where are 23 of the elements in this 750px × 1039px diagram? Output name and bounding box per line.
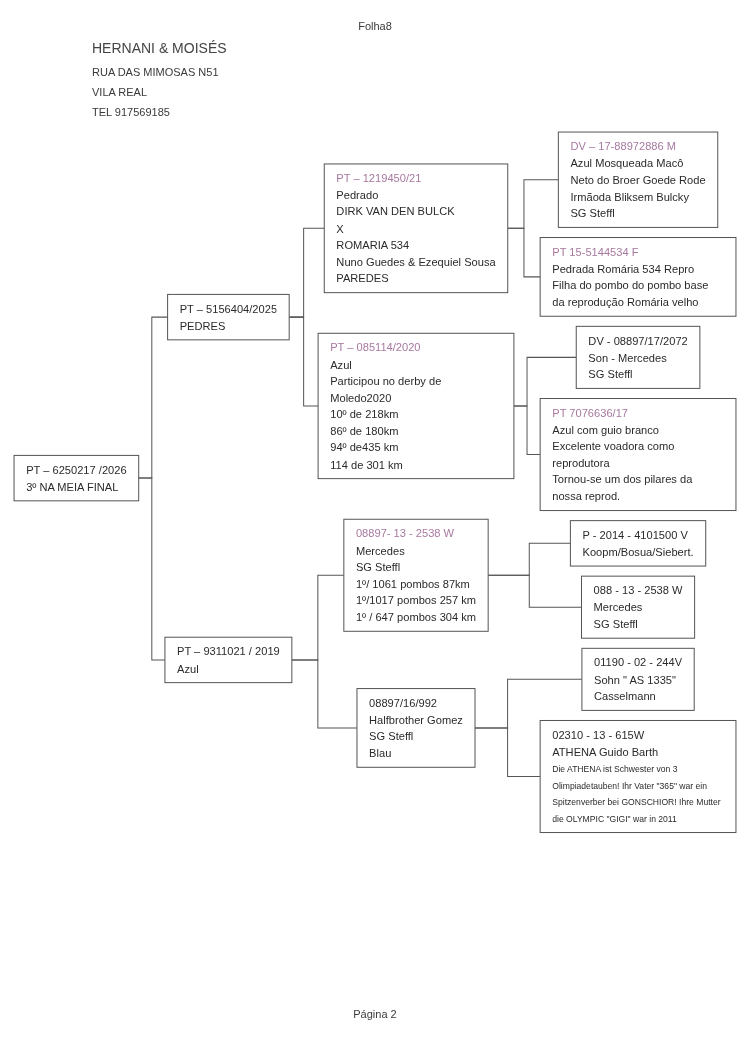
pedigree-box: PT 15-5144534 F Pedrada Romária 534 Repro Filha do pombo do pombo base da reprodução Romária velho [539, 237, 737, 317]
address-line: VILA REAL [92, 86, 148, 98]
pedigree-box: PT – 085114/2020 Azul Participou no derby de Moledo2020 10º de 218km 86º de 180km 94º de435 km 114 de 301 km [317, 332, 515, 480]
pedigree-box: 08897/16/992 Halfbrother Gomez SG Steffl Blau [356, 688, 476, 768]
page-number: Página 2 [353, 1008, 397, 1020]
connector-line [507, 227, 541, 278]
pedigree-box: PT – 1219450/21 Pedrado DIRK VAN DEN BULCK X ROMARIA 534 Nuno Guedes & Ezequiel Sousa PAREDES [323, 163, 509, 294]
pedigree-box: 08897- 13 - 2538 W Mercedes SG Steffl 1º/ 1061 pombos 87km 1º/1017 pombos 257 km 1º / 647 pombos 304 km [343, 518, 489, 632]
pedigree-box: P - 2014 - 4101500 V Koopm/Bosua/Siebert. [569, 520, 707, 567]
connector-line [513, 405, 541, 456]
pedigree-box: PT 7076636/17 Azul com guio branco Excelente voadora como reprodutora Tornou-se um dos pilares da nossa reprod. [539, 398, 737, 512]
pedigree-box: PT – 9311021 / 2019 Azul [164, 636, 293, 684]
address-line: RUA DAS MIMOSAS N51 [92, 66, 219, 78]
sheet-name: Folha8 [358, 20, 392, 32]
pedigree-box: 088 - 13 - 2538 W Mercedes SG Steffl [581, 575, 696, 639]
phone-number: TEL 917569185 [92, 106, 170, 118]
pedigree-box: DV - 08897/17/2072 Son - Mercedes SG Steffl [575, 325, 701, 389]
pedigree-box: DV – 17-88972886 M Azul Mosqueada Macô Neto do Broer Goede Rode Irmãoda Bliksem Bulcky SG Steffl [557, 131, 719, 228]
pedigree-box: 01190 - 02 - 244V Sohn " AS 1335" Casselmann [581, 647, 695, 711]
title: HERNANI & MOISÉS [92, 40, 227, 56]
pedigree-box: PT – 5156404/2025 PEDRES [167, 293, 290, 341]
pedigree-box: 02310 - 13 - 615W ATHENA Guido Barth Die ATHENA ist Schwester von 3 Olimpiadetauben! Ihr Vater "365" war ein Spitzenverber bei GONSCHIOR! Ihre Mutter die OLYMPIC "GIGI" war in 2011 [539, 720, 737, 834]
pedigree-box: PT – 6250217 /2026 3º NA MEIA FINAL [13, 454, 140, 502]
